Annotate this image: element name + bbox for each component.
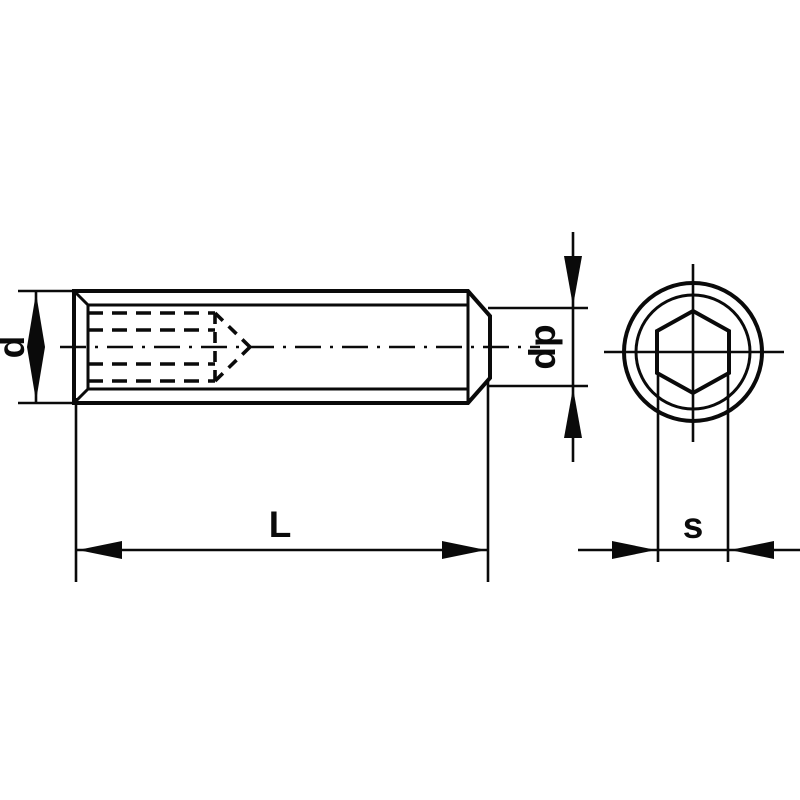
dimension-d-group: d <box>0 289 100 405</box>
s-arrow-left <box>612 541 656 559</box>
dimension-label-dp: dp <box>522 324 563 369</box>
end-view-outer-circle <box>622 281 764 423</box>
L-arrow-right <box>442 541 486 559</box>
dimension-label-s: s <box>683 505 704 546</box>
end-view-chamfer-circle <box>634 293 752 411</box>
left-chamfer-top <box>72 289 90 307</box>
dimension-s-group: s <box>578 372 800 562</box>
dimension-label-d: d <box>0 336 32 359</box>
end-view-group <box>604 264 784 442</box>
end-view-hexagon-socket <box>655 308 731 396</box>
socket-cone-bottom-lower <box>213 345 252 383</box>
s-arrow-right <box>730 541 774 559</box>
d-arrow-top <box>27 293 45 347</box>
dimension-L-group: L <box>74 382 490 582</box>
dimension-dp-group: dp <box>488 232 588 462</box>
dimension-label-L: L <box>269 504 292 545</box>
dp-arrow-bottom <box>564 388 582 438</box>
L-arrow-left <box>78 541 122 559</box>
socket-cone-bottom-upper <box>213 311 252 349</box>
dp-arrow-top <box>564 256 582 306</box>
d-arrow-bottom <box>27 347 45 401</box>
